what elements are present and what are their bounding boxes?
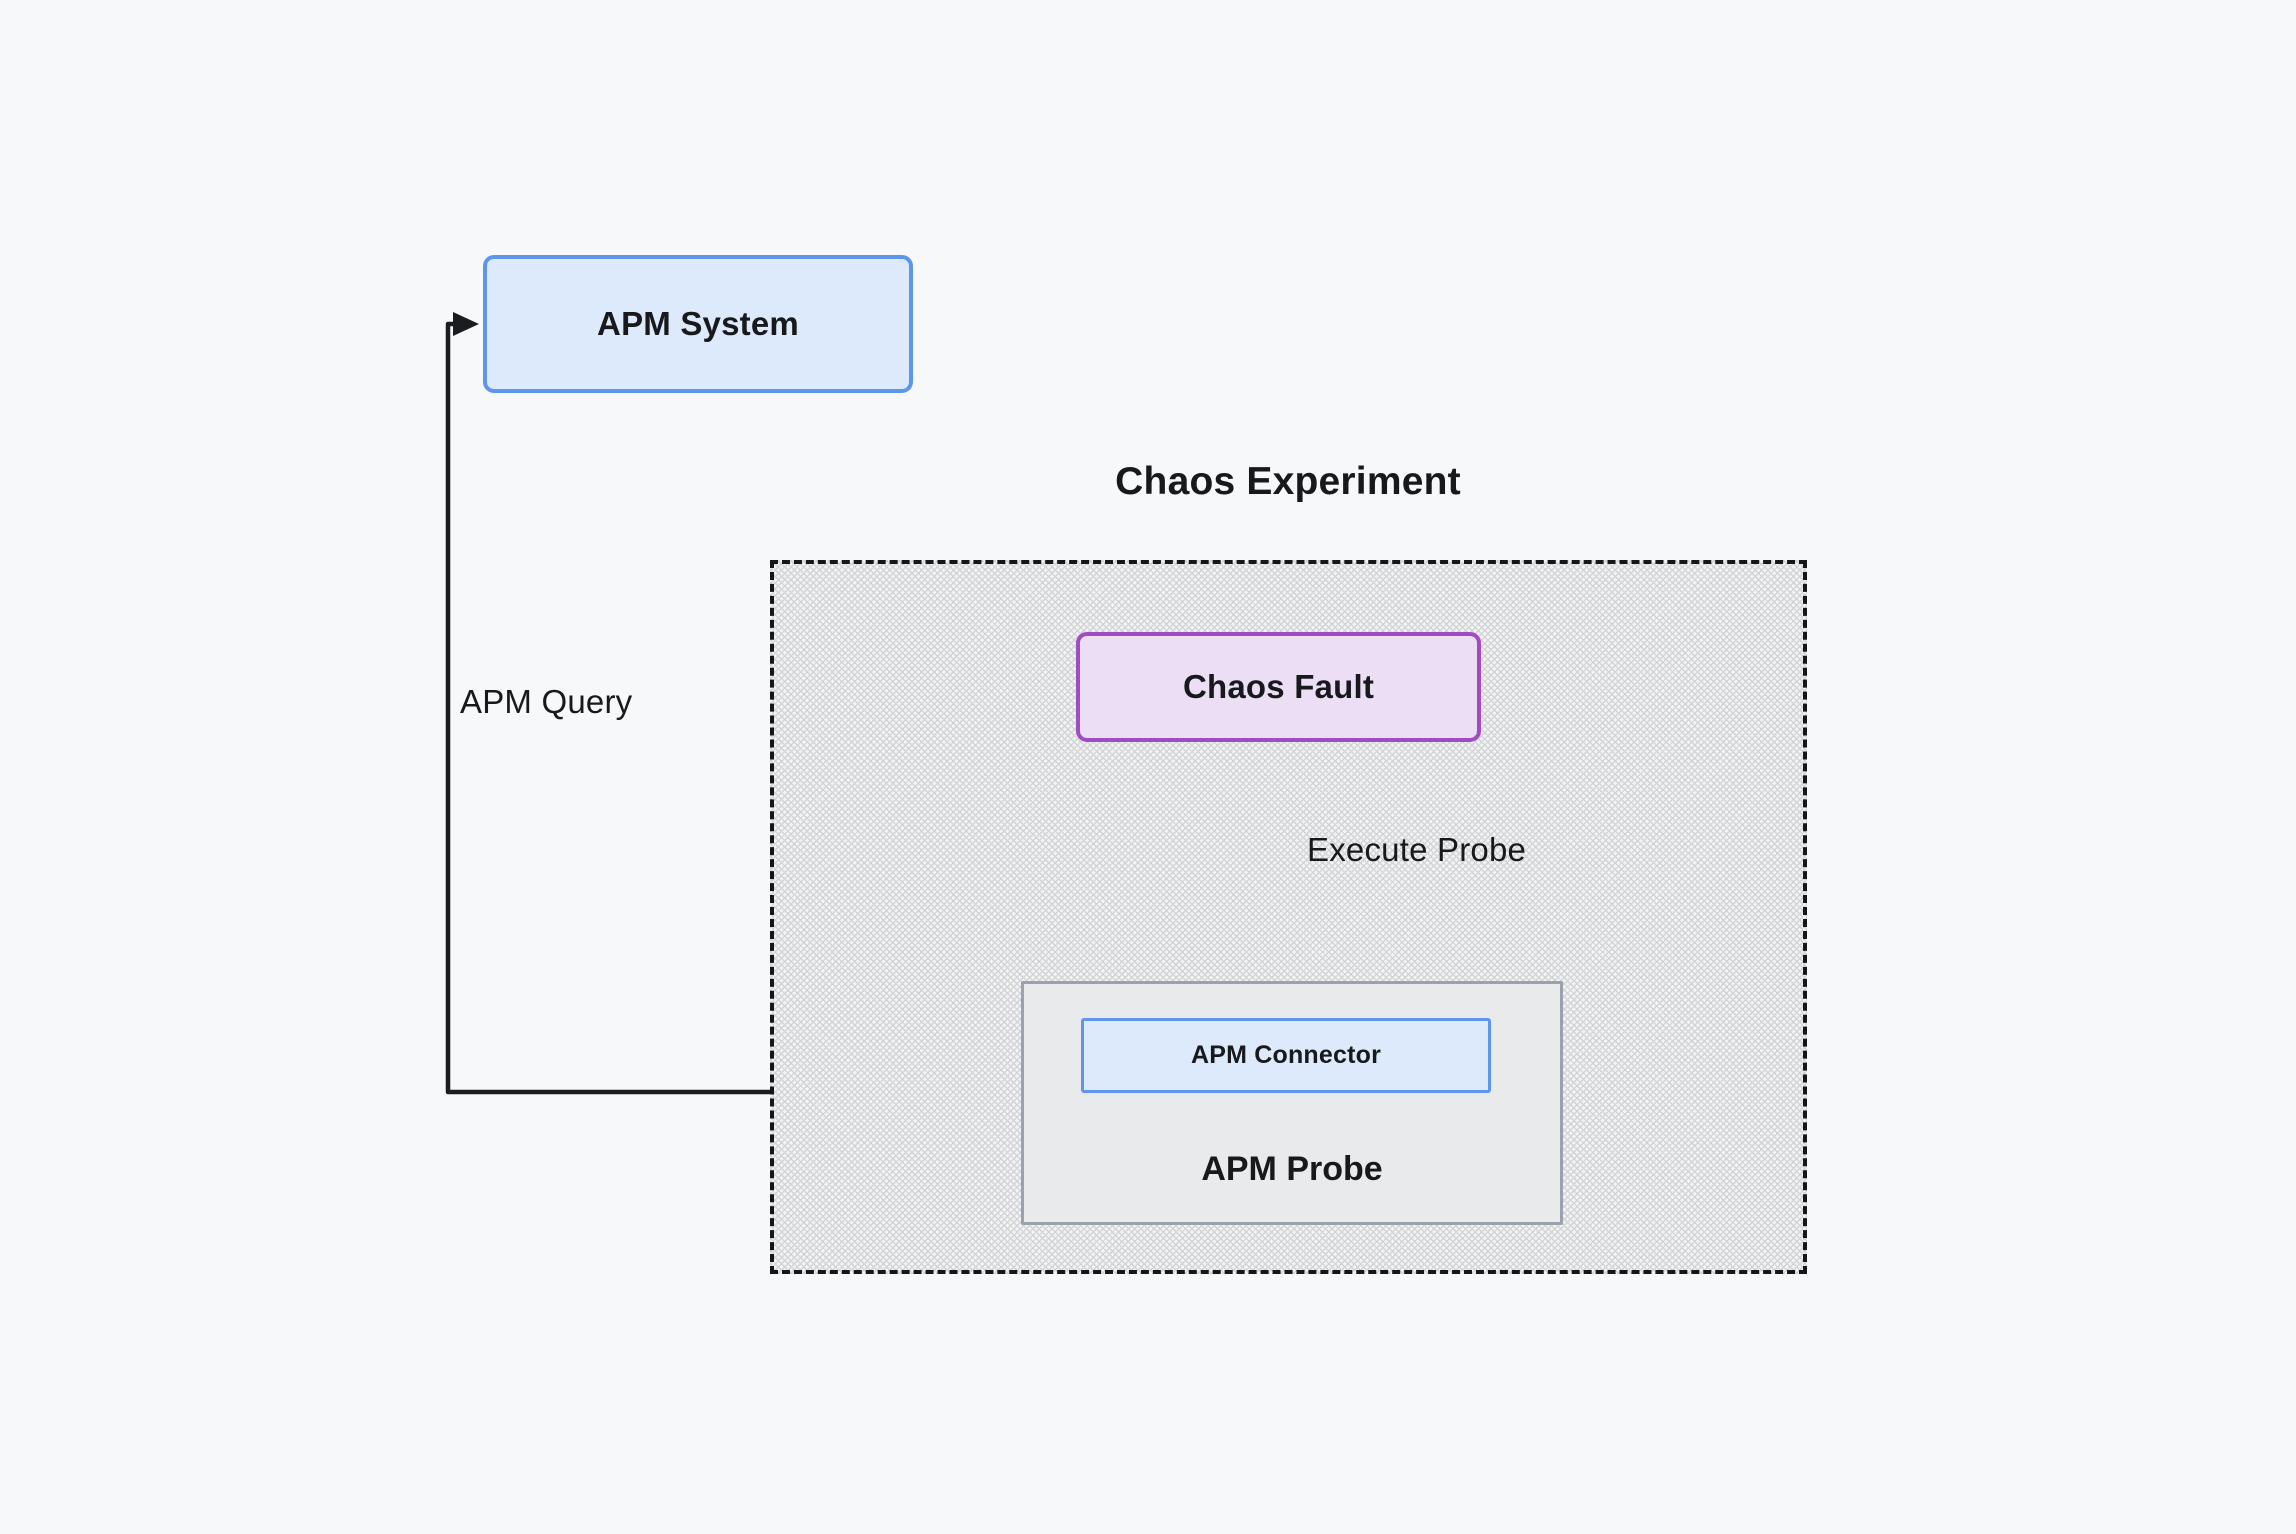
node-apm-probe: APM Connector APM Probe xyxy=(1021,981,1563,1225)
node-apm-connector: APM Connector xyxy=(1081,1018,1491,1093)
node-apm-system: APM System xyxy=(483,255,913,393)
apm-query-arrowhead-icon xyxy=(453,312,479,336)
chaos-experiment-title: Chaos Experiment xyxy=(1115,460,1461,503)
chaos-fault-label: Chaos Fault xyxy=(1182,668,1375,705)
apm-probe-label: APM Probe xyxy=(1201,1150,1383,1188)
node-chaos-fault: Chaos Fault xyxy=(1076,632,1481,742)
apm-system-label: APM System xyxy=(597,305,799,342)
execute-probe-edge-label: Execute Probe xyxy=(1307,831,1527,868)
apm-query-edge-label: APM Query xyxy=(460,683,633,720)
apm-connector-label: APM Connector xyxy=(1190,1041,1382,1069)
